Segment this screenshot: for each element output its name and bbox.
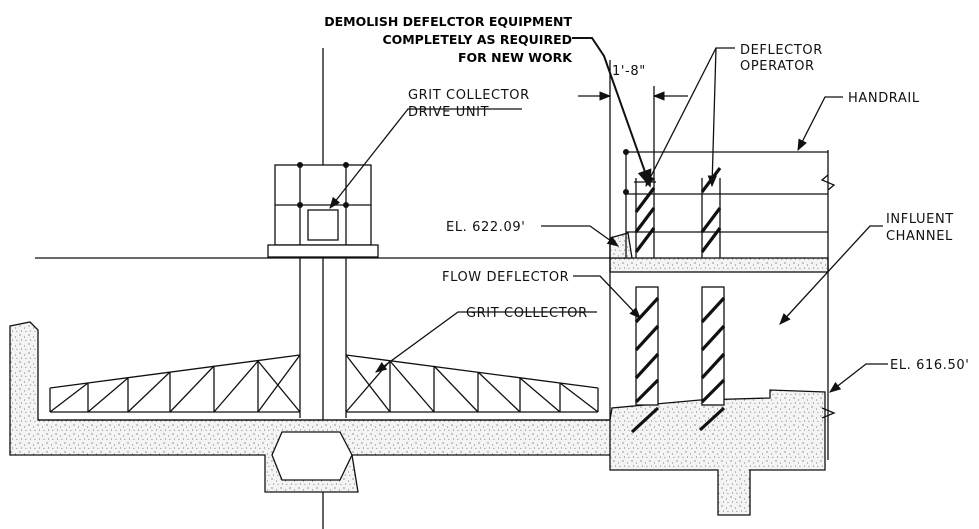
deflector-operator-label-line2: OPERATOR (740, 59, 815, 74)
el-upper-label: EL. 622.09' (446, 220, 525, 235)
dimension-label: 1'-8" (612, 64, 646, 79)
flow-deflector-label: FLOW DEFLECTOR (442, 270, 569, 285)
grit-collector-label: GRIT COLLECTOR (466, 306, 588, 321)
tank-sump (271, 431, 353, 481)
channel-floor (609, 389, 826, 516)
walkway-slab (609, 257, 829, 273)
demolish-note-line2: COMPLETELY AS REQUIRED (382, 32, 572, 47)
demolish-note-line3: FOR NEW WORK (458, 50, 573, 65)
deflector-operator-label-line1: DEFLECTOR (740, 43, 823, 58)
influent-channel-label-line1: INFLUENT (886, 212, 954, 227)
demolish-note-line1: DEMOLISH DEFELCTOR EQUIPMENT (324, 14, 572, 29)
curb (609, 232, 633, 259)
grit-collector-truss (49, 354, 599, 413)
grit-drive-label-line2: DRIVE UNIT (408, 105, 489, 120)
grit-drive-label-line1: GRIT COLLECTOR (408, 88, 530, 103)
drive-unit-motor (307, 209, 339, 241)
el-lower-label: EL. 616.50' (890, 358, 969, 373)
influent-channel-label-line2: CHANNEL (886, 229, 953, 244)
drive-unit-base (267, 244, 379, 258)
handrail-label: HANDRAIL (848, 91, 920, 106)
